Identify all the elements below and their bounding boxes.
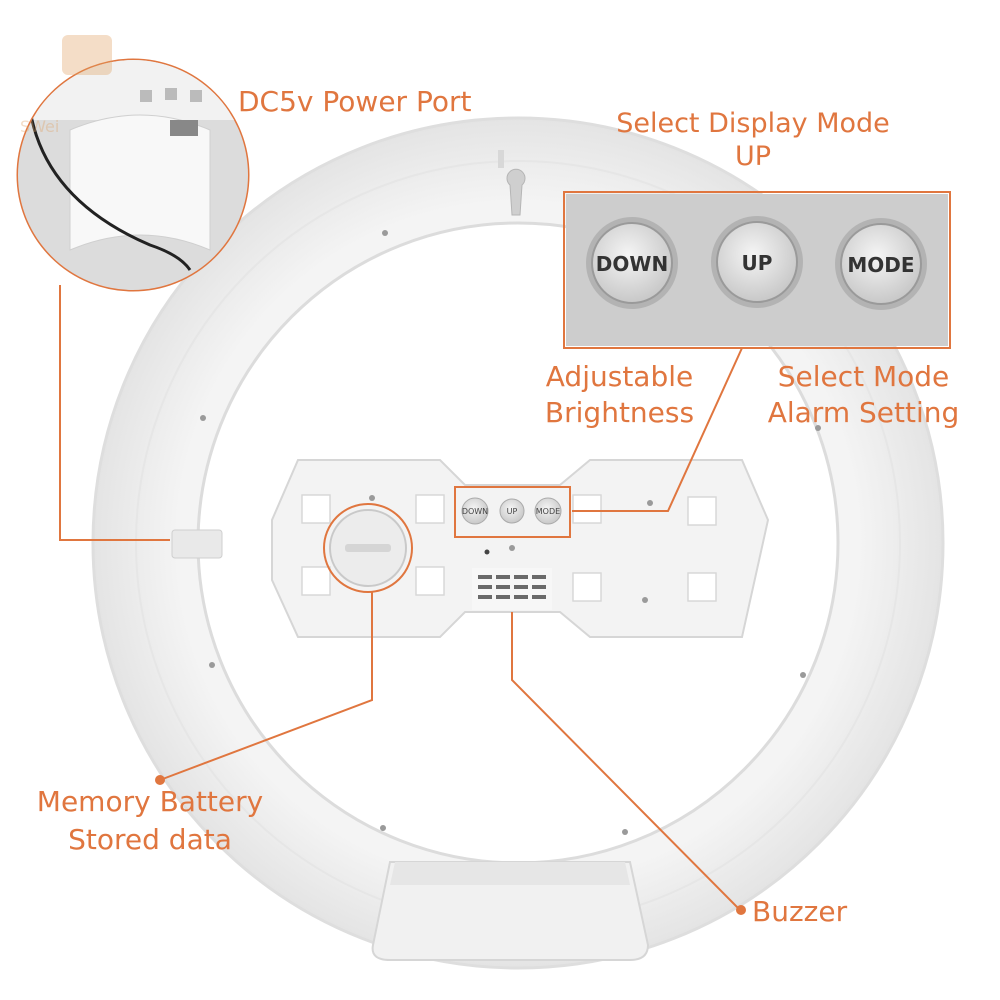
brand-logo-text: SWei (20, 117, 59, 136)
buttons-zoom (566, 194, 948, 346)
up-button-label: UP (742, 251, 773, 275)
small-down-label: DOWN (462, 507, 488, 516)
label-memory-battery: Memory Battery Stored data (24, 788, 276, 854)
small-mode-label: MODE (536, 507, 560, 516)
label-display-mode-line2: UP (734, 141, 772, 172)
small-buttons (461, 497, 562, 525)
label-power-port-text: DC5v Power Port (238, 85, 472, 118)
small-up-label: UP (507, 507, 518, 516)
label-battery-line1: Memory Battery (36, 785, 264, 818)
label-select-mode-line1: Select Mode (777, 360, 950, 393)
label-display-mode-line1: Select Display Mode (616, 108, 890, 139)
brand-logo: SWei (20, 35, 112, 136)
label-brightness-line1: Adjustable (545, 360, 694, 393)
back-panel (271, 459, 770, 638)
label-display-mode: Select Display Mode UP (598, 110, 908, 170)
label-select-mode: Select Mode Alarm Setting (756, 363, 971, 427)
power-port-zoom (18, 60, 248, 290)
label-select-mode-line2: Alarm Setting (767, 396, 960, 429)
label-brightness-line2: Brightness (544, 396, 695, 429)
label-brightness: Adjustable Brightness (532, 363, 707, 427)
label-power-port: DC5v Power Port (238, 88, 471, 116)
clock-stand (371, 861, 650, 961)
label-battery-line2: Stored data (68, 823, 232, 856)
mode-button-label: MODE (847, 253, 914, 277)
down-button-label: DOWN (596, 252, 668, 276)
label-buzzer: Buzzer (752, 898, 847, 926)
buzzer-grille (472, 568, 552, 610)
label-buzzer-text: Buzzer (752, 895, 848, 928)
